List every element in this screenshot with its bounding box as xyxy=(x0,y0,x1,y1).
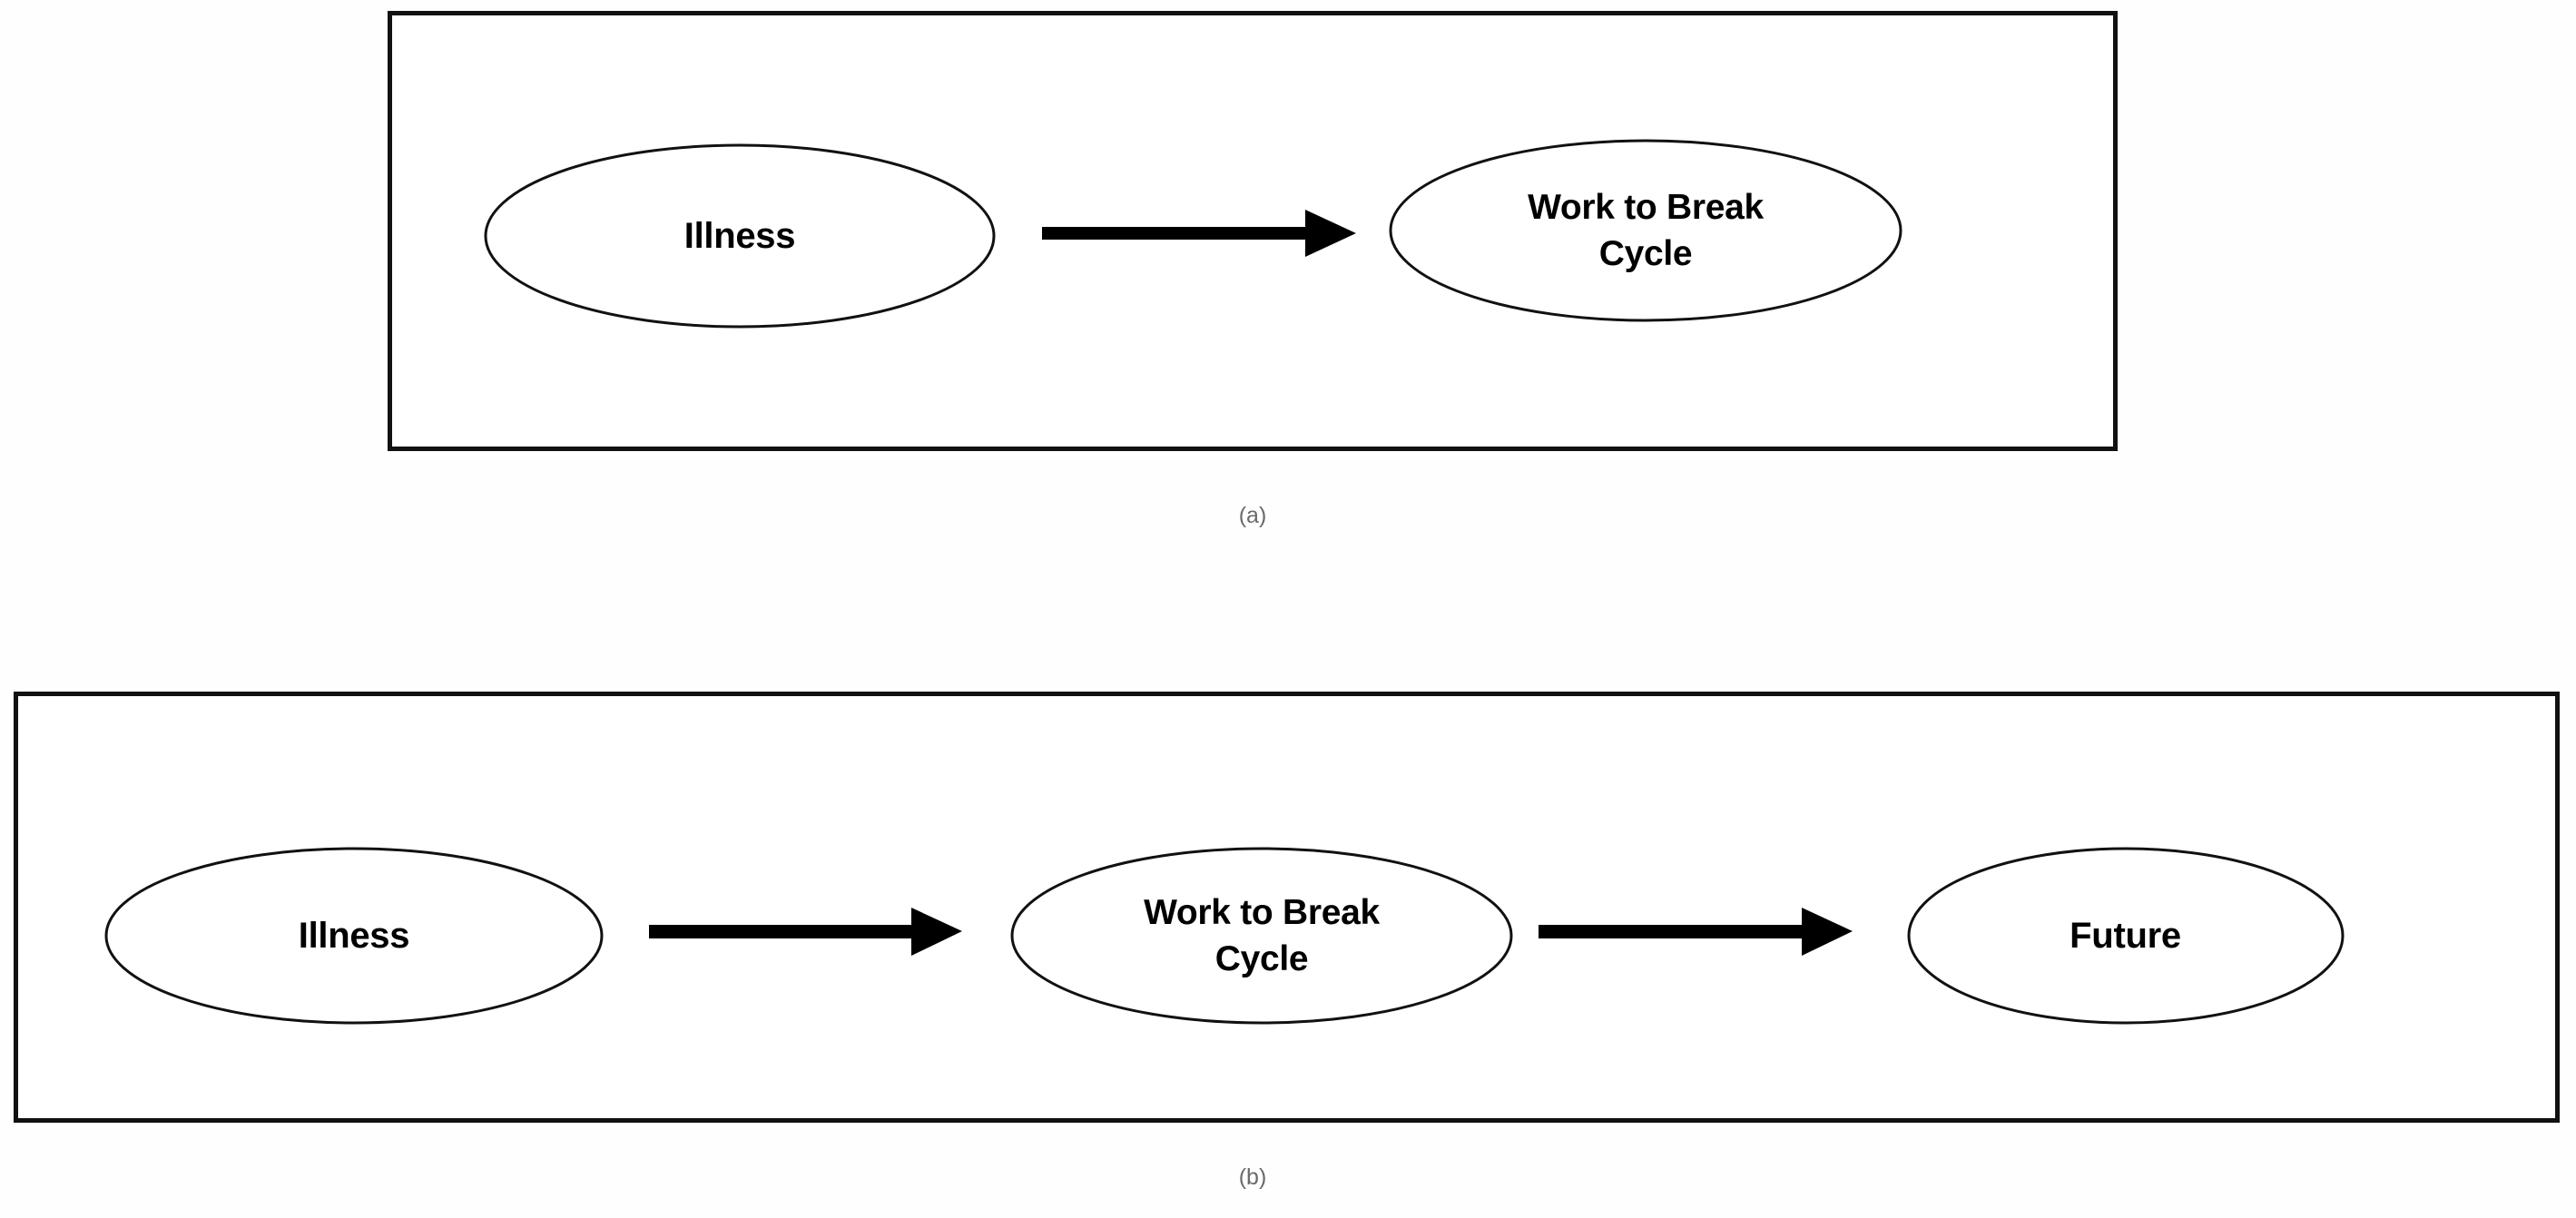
panel-caption-a: (a) xyxy=(1238,503,1267,528)
arrow-illness-to-work xyxy=(649,908,962,956)
panel-b: Illness Work to Break Cycle Future xyxy=(14,692,2560,1123)
node-ellipse-work-to-break-cycle[interactable] xyxy=(1010,847,1513,1025)
panel-b-diagram xyxy=(104,847,2345,1025)
node-ellipse-work-to-break-cycle[interactable] xyxy=(1389,139,1903,322)
node-ellipse-future[interactable] xyxy=(1907,847,2345,1025)
node-ellipse-illness[interactable] xyxy=(484,143,996,329)
arrow-illness-to-work xyxy=(1042,210,1356,257)
panel-a: Illness Work to Break Cycle xyxy=(388,11,2118,451)
node-ellipse-illness[interactable] xyxy=(104,847,604,1025)
panel-caption-b: (b) xyxy=(1238,1164,1267,1190)
panel-a-diagram xyxy=(484,139,1903,329)
arrow-work-to-future xyxy=(1539,908,1853,956)
